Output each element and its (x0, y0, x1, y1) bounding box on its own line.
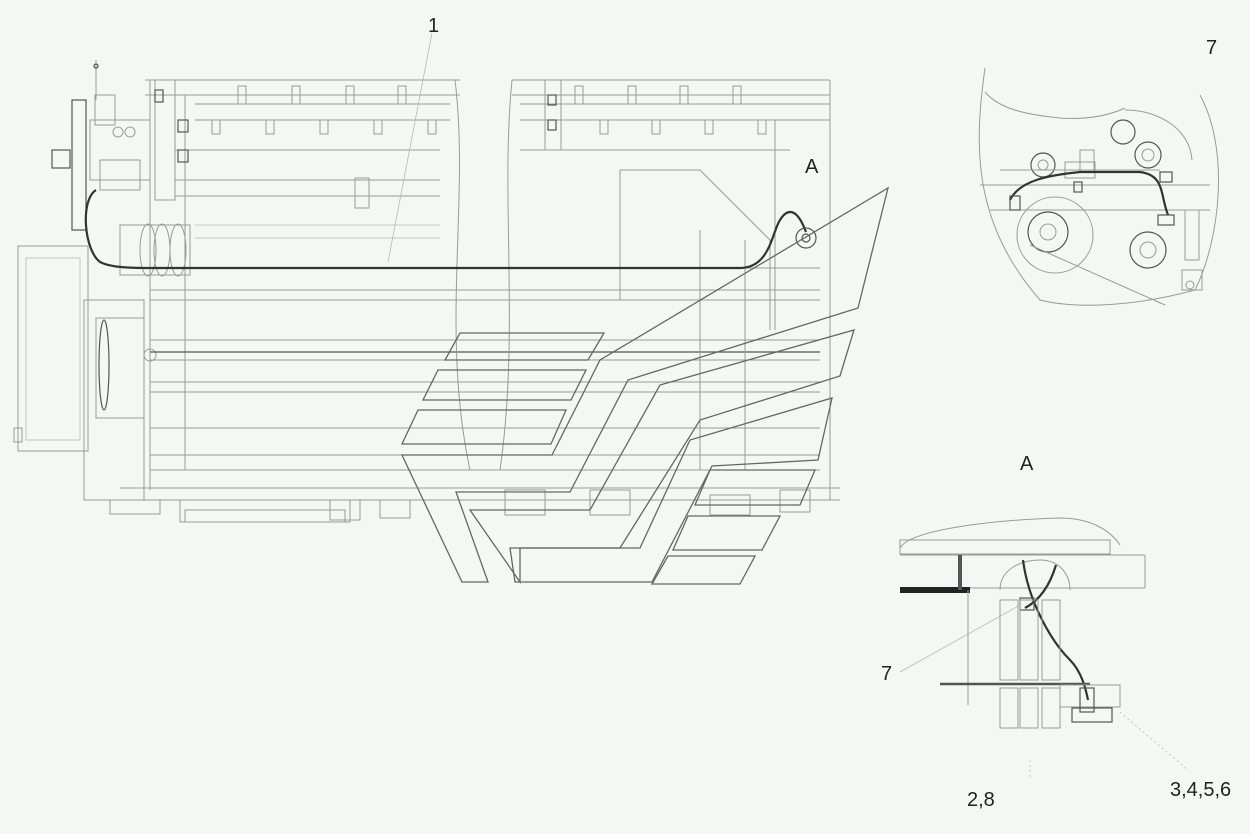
drive-casing (17, 245, 89, 452)
cylinders (999, 599, 1061, 729)
panel-plate (900, 587, 970, 593)
top-tabs-right (544, 79, 767, 151)
hose-fitting (795, 227, 817, 249)
logo-outline (400, 186, 890, 585)
hose-a (1021, 559, 1090, 701)
detail-a-title: A (1020, 453, 1034, 475)
machine-main-view (13, 32, 840, 523)
top-tabs-left (211, 85, 437, 135)
callout-2-8: 2,8 (967, 789, 995, 811)
hose-1 (84, 189, 808, 270)
callout-7-detail: 7 (1206, 37, 1218, 59)
chain-drive (71, 99, 87, 231)
bottom-supports (109, 489, 811, 523)
leader-1 (387, 32, 433, 263)
callout-1: 1 (428, 15, 440, 37)
callout-a-marker: A (805, 156, 819, 178)
detail-view-a (899, 517, 1189, 780)
leader-7 (899, 604, 1021, 673)
callout-7-a: 7 (881, 663, 893, 685)
detail-view-7 (978, 67, 1219, 306)
callout-3-4-5-6: 3,4,5,6 (1170, 779, 1232, 801)
